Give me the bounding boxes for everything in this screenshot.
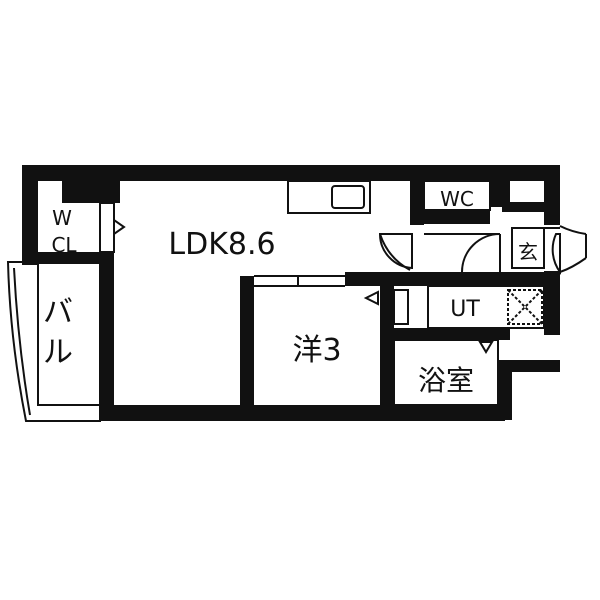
wcl-panel <box>99 202 115 253</box>
bath-door-marker <box>478 341 494 354</box>
bath-outline <box>393 339 499 406</box>
middle-wall <box>345 272 560 286</box>
entry-jambs <box>544 227 560 273</box>
genkan-box <box>511 227 545 269</box>
wcl-label-line2: CL <box>51 233 77 257</box>
bath-label: 浴室 <box>418 364 474 397</box>
right-wall-upper <box>544 165 560 225</box>
balcony-label-line2: ル <box>43 335 73 370</box>
entrance-door-swing-right <box>551 233 561 276</box>
entrance-door-swing-left <box>378 233 413 270</box>
column-block <box>62 165 120 203</box>
washer-cross-a <box>507 289 543 325</box>
wcl-bottom-wall <box>22 252 114 264</box>
balcony-outline <box>6 261 101 422</box>
entry-door-right-arc <box>559 225 587 273</box>
wc-label: WC <box>440 187 474 211</box>
room-labels: W CL LDK8.6 WC 玄 洋3 UT 浴室 バ ル <box>43 187 538 397</box>
wc-box <box>423 180 491 211</box>
left-wall <box>22 165 38 265</box>
top-wall <box>22 165 560 181</box>
balcony-rail <box>13 267 31 416</box>
kitchen-counter <box>287 180 371 214</box>
bath-top-wall <box>380 328 510 340</box>
wc-right-block <box>490 165 510 207</box>
western-closet-panel <box>241 285 253 407</box>
wc-bottom-wall <box>410 210 490 224</box>
western-right-wall <box>380 272 394 421</box>
genkan-label: 玄 <box>518 240 538 264</box>
genkan-top-ledge <box>502 202 544 212</box>
walls <box>22 165 560 421</box>
western-right-door <box>393 289 409 325</box>
balcony-label-line1: バ <box>43 295 73 330</box>
right-wall-lower <box>544 275 560 335</box>
wcl-door-marker <box>113 218 126 236</box>
kitchen-sink <box>331 185 365 209</box>
bottom-right-step <box>498 360 560 372</box>
western-door-marker <box>363 290 379 306</box>
ldk-left-wall <box>100 252 114 421</box>
bath-right-wall <box>498 360 512 420</box>
thin-lines <box>6 180 587 422</box>
genkan-door-swing <box>461 233 501 273</box>
bottom-wall <box>100 405 505 421</box>
wcl-label-line1: W <box>52 206 72 230</box>
ut-label: UT <box>450 297 480 322</box>
ldk-label: LDK8.6 <box>168 227 275 262</box>
western-room-label: 洋3 <box>292 333 341 368</box>
ut-outline <box>427 285 545 329</box>
entry-door-left-arc <box>379 233 411 271</box>
washer-cross-b <box>507 289 543 325</box>
western-left-wall <box>240 276 254 421</box>
washer-box <box>507 289 543 325</box>
